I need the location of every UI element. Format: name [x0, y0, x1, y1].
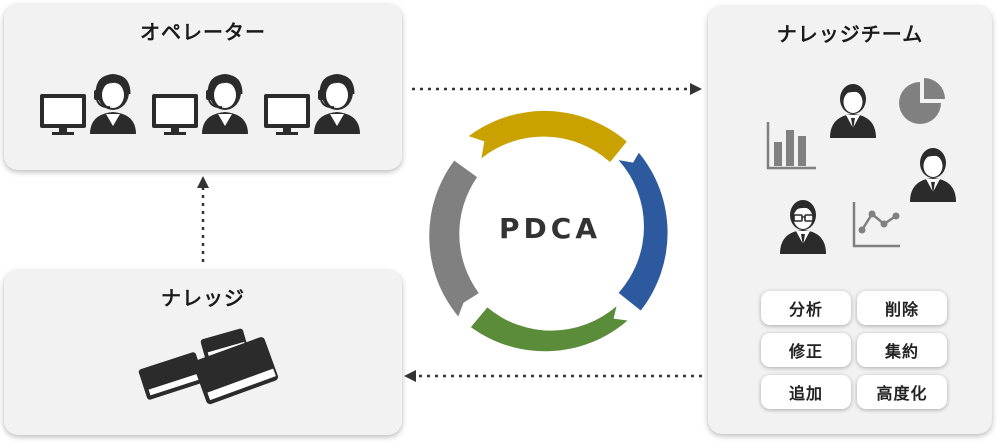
pdca-label: PDCA: [499, 212, 601, 245]
action-chip-analyze: 分析: [761, 291, 851, 325]
person-icon: [780, 200, 826, 254]
operator-panel: オペレーター: [4, 4, 402, 170]
cycle-segment-do: [618, 152, 668, 311]
arrowhead-up: [197, 176, 209, 188]
bar-chart-icon: [766, 122, 816, 170]
pie-chart-icon: [899, 78, 945, 124]
person-icon: [910, 148, 956, 202]
action-chip-delete: 削除: [857, 291, 947, 325]
knowledge-panel-title: ナレッジ: [161, 286, 245, 310]
cycle-segment-check: [470, 306, 628, 352]
arrowhead-right: [690, 83, 702, 95]
action-chip-fix: 修正: [761, 333, 851, 367]
action-chip-add: 追加: [761, 375, 851, 409]
action-chip-advance: 高度化: [857, 375, 947, 409]
books-icon: [138, 328, 279, 405]
person-icon: [830, 84, 876, 138]
action-chip-aggregate: 集約: [857, 333, 947, 367]
arrowhead-left: [404, 370, 416, 382]
knowledge-panel: ナレッジ: [4, 270, 402, 435]
cycle-segment-plan: [468, 110, 627, 163]
team-illustration: [766, 78, 956, 254]
line-chart-icon: [852, 202, 900, 248]
knowledge-team-panel: ナレッジチーム: [708, 6, 992, 434]
cycle-segment-act: [429, 160, 479, 317]
team-panel-title: ナレッジチーム: [776, 22, 924, 46]
operator-panel-title: オペレーター: [140, 20, 266, 44]
glasses-icon: [793, 214, 814, 222]
